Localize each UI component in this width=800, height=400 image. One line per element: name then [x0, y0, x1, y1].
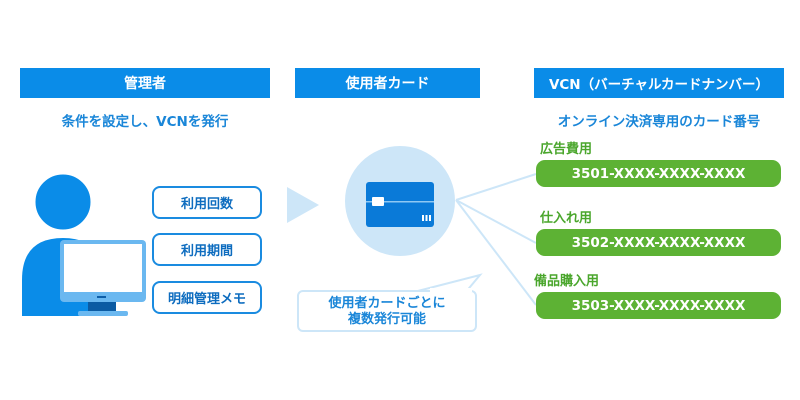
admin-header: 管理者 [20, 68, 270, 98]
credit-card-icon [366, 182, 434, 227]
connector-line-3 [455, 199, 537, 306]
vcn-header: VCN（バーチャルカードナンバー） [534, 68, 784, 98]
note-tail-mask [430, 288, 472, 292]
vcn-header-label: VCN（バーチャルカードナンバー） [548, 77, 770, 93]
vcn-subtitle: オンライン決済専用のカード番号 [557, 114, 761, 130]
vcn-number-purchasing: 3502-XXXX-XXXX-XXXX [536, 229, 781, 256]
note-line-1: 使用者カードごとに [328, 296, 446, 311]
vcn-number-advertising: 3501-XXXX-XXXX-XXXX [536, 160, 781, 187]
monitor-icon [60, 240, 146, 316]
admin-header-label: 管理者 [124, 76, 166, 92]
card-circle [345, 146, 455, 256]
condition-usage-period: 利用期間 [152, 233, 262, 266]
admin-subtitle: 条件を設定し、VCNを発行 [61, 114, 229, 130]
note-line-2: 複数発行可能 [347, 312, 426, 327]
condition-statement-memo: 明細管理メモ [152, 281, 262, 314]
arrow-right-icon [287, 187, 319, 223]
user-card-header: 使用者カード [295, 68, 480, 98]
admin-illustration [22, 171, 146, 316]
vcn-label-equipment: 備品購入用 [534, 274, 600, 289]
multi-issue-note: 使用者カードごとに 複数発行可能 [297, 290, 477, 332]
user-card-header-label: 使用者カード [345, 76, 430, 92]
vcn-label-advertising: 広告費用 [540, 142, 593, 157]
condition-usage-count: 利用回数 [152, 186, 262, 219]
connector-line-2 [455, 199, 537, 244]
vcn-number-equipment: 3503-XXXX-XXXX-XXXX [536, 292, 781, 319]
connector-line-1 [455, 173, 537, 201]
vcn-label-purchasing: 仕入れ用 [540, 211, 593, 226]
